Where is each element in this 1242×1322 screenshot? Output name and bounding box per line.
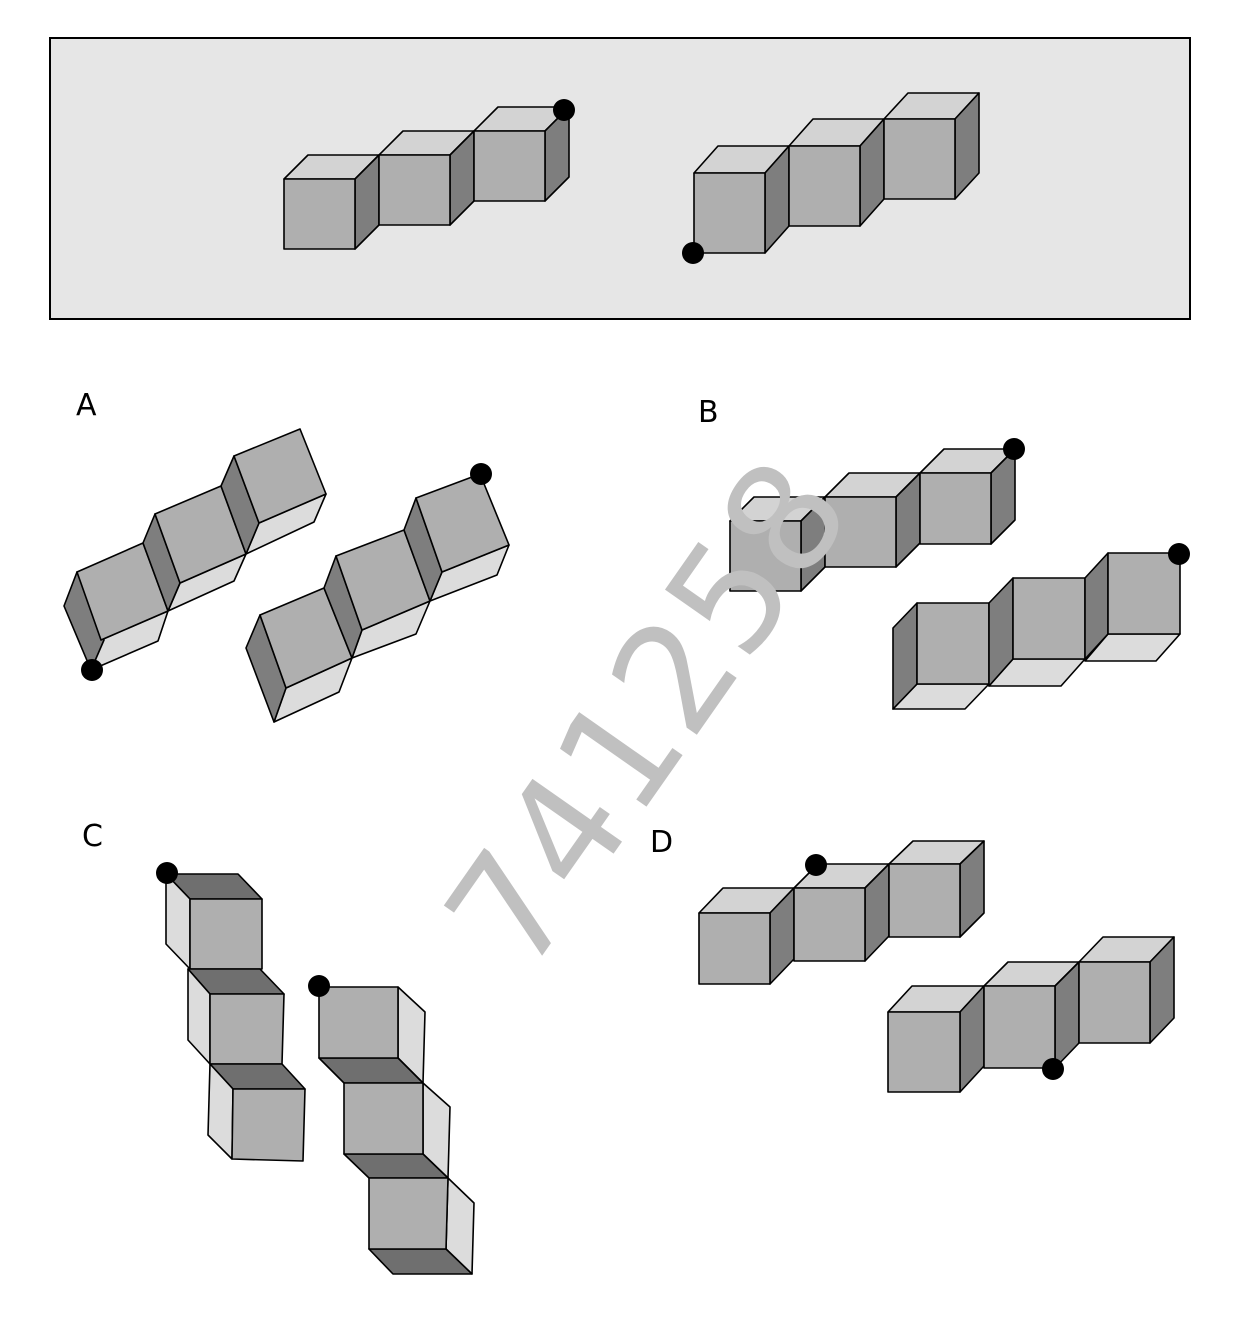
reference-panel — [49, 37, 1191, 320]
cube-face — [983, 985, 1056, 1069]
cube — [283, 154, 380, 250]
marker-dot — [1003, 438, 1025, 460]
marker-dot — [805, 854, 827, 876]
cube — [698, 887, 795, 985]
cube — [824, 472, 921, 568]
option-b-figure-2 — [892, 543, 1190, 710]
marker-dot — [1042, 1058, 1064, 1080]
cube — [693, 145, 790, 254]
cube — [988, 577, 1086, 687]
cube — [983, 961, 1080, 1069]
cube-face — [793, 887, 866, 962]
cube — [919, 448, 1016, 545]
cube-face — [209, 993, 285, 1065]
option-a-figure-2 — [245, 463, 510, 723]
marker-dot — [156, 862, 178, 884]
cube-face — [473, 130, 546, 202]
cube-face — [1107, 552, 1181, 635]
cube-face — [1078, 961, 1151, 1044]
cube-face — [189, 898, 263, 970]
option-a-figure-1 — [63, 428, 327, 681]
cube — [892, 602, 990, 710]
cube — [207, 1063, 306, 1162]
cube — [378, 130, 475, 226]
cube-face — [343, 1082, 424, 1155]
marker-dot — [81, 659, 103, 681]
cube — [793, 863, 890, 962]
cube-face — [415, 473, 510, 573]
cube — [883, 92, 980, 200]
cube — [887, 985, 985, 1093]
cube — [473, 106, 570, 202]
marker-dot — [1168, 543, 1190, 565]
cube — [1078, 936, 1175, 1044]
cube-face — [888, 863, 961, 938]
option-d-label[interactable]: D — [650, 825, 674, 860]
marker-dot — [682, 242, 704, 264]
cube — [318, 986, 426, 1084]
cube — [323, 529, 431, 659]
marker-dot — [470, 463, 492, 485]
cube-face — [698, 912, 771, 985]
cube — [788, 118, 885, 227]
cube-face — [283, 178, 356, 250]
cube-face — [788, 145, 861, 227]
option-d-figure-1 — [698, 840, 985, 985]
cube — [220, 428, 327, 555]
cube-face — [824, 496, 897, 568]
cube-face — [916, 602, 990, 685]
cube-face — [919, 472, 992, 545]
option-b-label[interactable]: B — [698, 395, 719, 430]
cube-face — [63, 571, 105, 671]
cube — [63, 542, 169, 671]
marker-dot — [308, 975, 330, 997]
option-c-figure-2 — [308, 975, 475, 1275]
cube-face — [231, 1088, 306, 1162]
cube — [729, 496, 826, 592]
cube-face — [1012, 577, 1086, 660]
cube-face — [729, 520, 802, 592]
cube-face — [378, 154, 451, 226]
cube-face — [883, 118, 956, 200]
reference-figure-1 — [283, 99, 575, 250]
cube — [142, 485, 247, 612]
cube — [343, 1082, 451, 1179]
option-c-label[interactable]: C — [82, 819, 103, 854]
cube — [1084, 552, 1181, 662]
option-c-figure-1 — [156, 862, 306, 1162]
cube — [165, 873, 263, 970]
cube — [403, 473, 510, 602]
option-a-label[interactable]: A — [76, 388, 97, 423]
cube — [368, 1177, 475, 1275]
cube-face — [318, 986, 399, 1059]
cube — [888, 840, 985, 938]
option-d-figure-2 — [887, 936, 1175, 1093]
cube-face — [368, 1177, 449, 1250]
option-b-figure-1 — [729, 438, 1025, 592]
cube-face — [693, 172, 766, 254]
cube-face — [887, 1011, 961, 1093]
cube — [187, 968, 285, 1065]
marker-dot — [553, 99, 575, 121]
cube-face — [233, 428, 327, 524]
reference-figure-2 — [682, 92, 980, 264]
cube — [245, 587, 353, 723]
